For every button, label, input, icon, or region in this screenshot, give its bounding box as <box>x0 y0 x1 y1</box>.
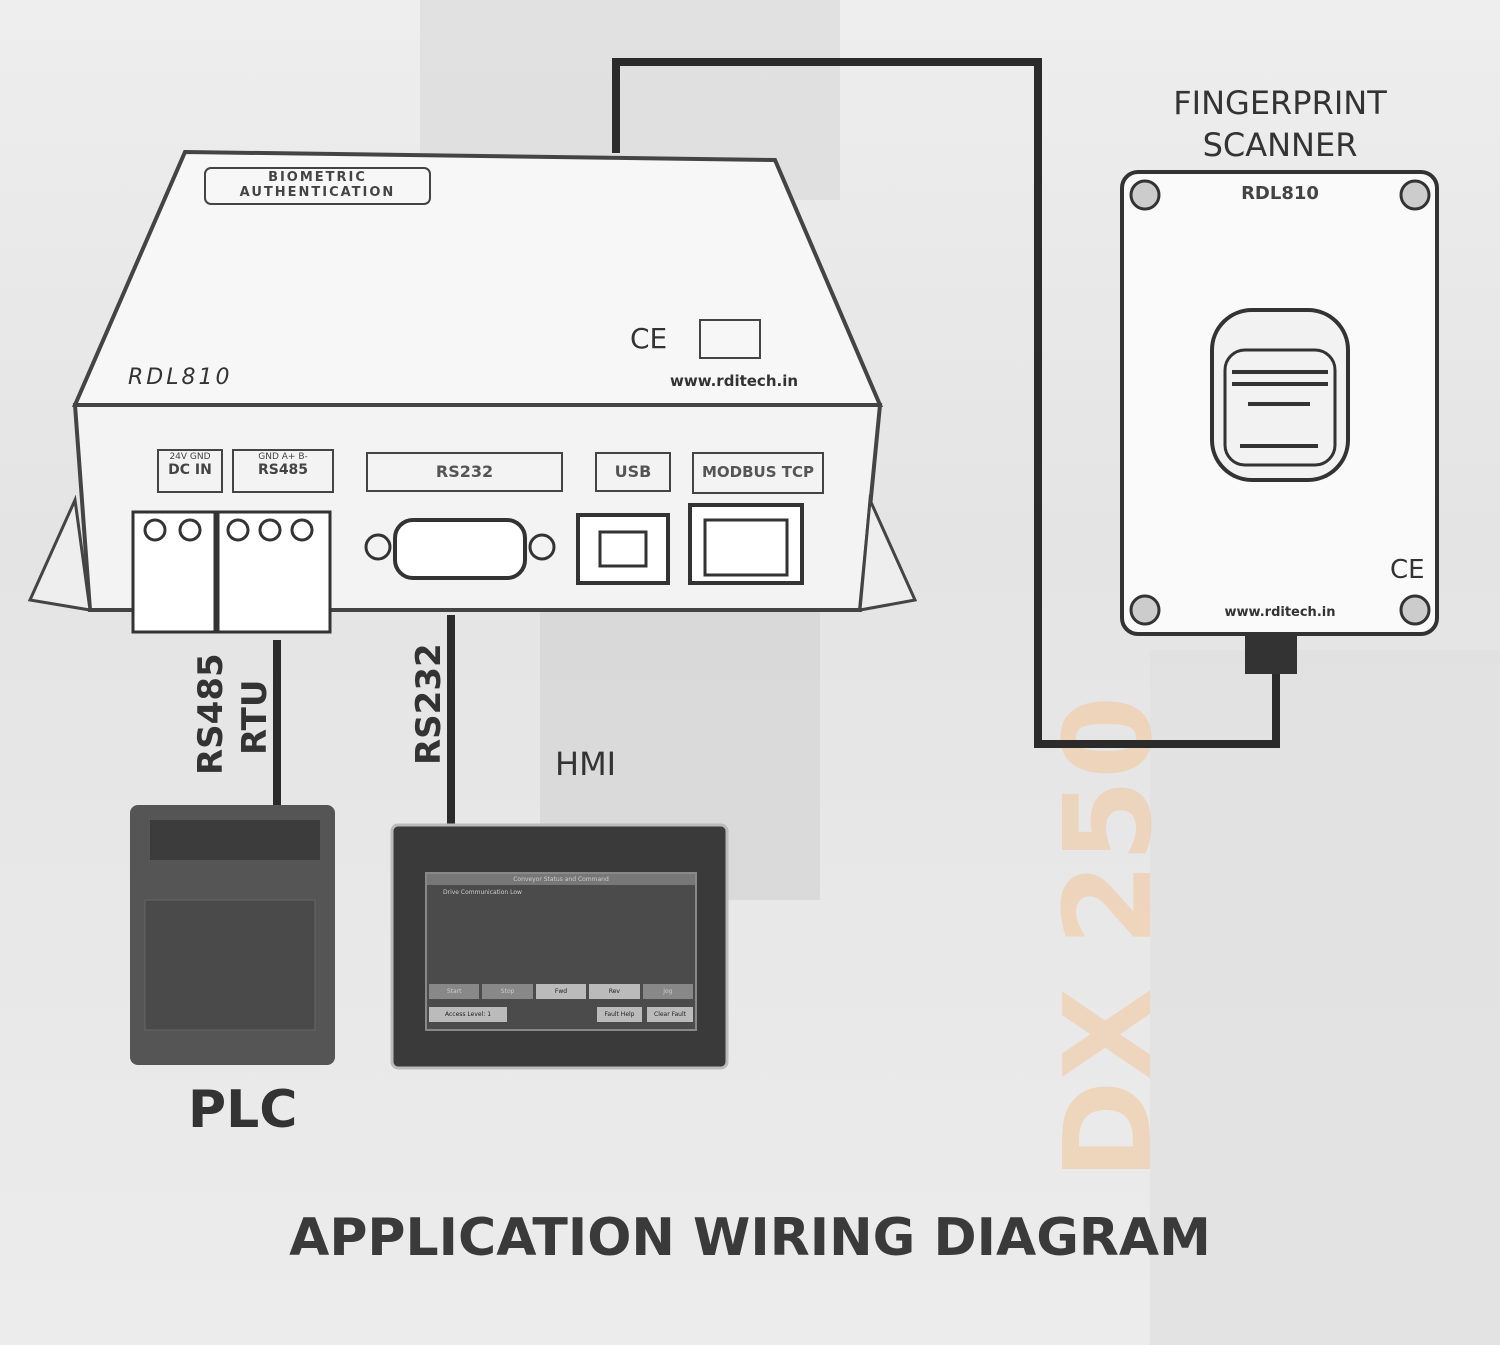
hmi-access-level[interactable]: Access Level: 1 <box>429 1007 507 1022</box>
hmi-fault-help-button[interactable]: Fault Help <box>597 1007 642 1022</box>
scanner-cable <box>612 58 620 153</box>
plc-label: PLC <box>188 1080 298 1140</box>
hmi-rev-button[interactable]: Rev <box>589 984 640 999</box>
scanner-cable <box>1034 740 1280 748</box>
rs485-link-label: RS485 <box>191 653 231 775</box>
port-dc-in: DC IN <box>168 462 212 478</box>
controller-model: RDL810 <box>128 365 233 390</box>
port-gnd: GND <box>189 452 211 462</box>
scanner-cable <box>612 58 1042 66</box>
hmi-status-text: Drive Communication Low <box>443 889 522 896</box>
port-usb: USB <box>614 462 652 481</box>
hmi-jog-button[interactable]: Jog <box>642 984 694 999</box>
scanner-label-line2: SCANNER <box>1202 126 1358 164</box>
hmi-label: HMI <box>555 745 617 783</box>
background-machine <box>1150 650 1500 1345</box>
port-24v: 24V <box>169 452 188 462</box>
hmi-screen-title: Conveyor Status and Command <box>427 874 695 885</box>
port-modbus-tcp: MODBUS TCP <box>701 463 814 481</box>
hmi-stop-button[interactable]: Stop <box>482 984 533 999</box>
badge-line1: BIOMETRIC <box>268 170 367 185</box>
scanner-cable <box>1272 670 1280 748</box>
scanner-label-line1: FINGERPRINT <box>1173 84 1387 122</box>
port-b: B- <box>298 452 308 462</box>
port-a: A+ <box>281 452 296 462</box>
rtu-link-label: RTU <box>235 679 275 755</box>
ce-mark: CE <box>630 322 668 355</box>
diagram-title: APPLICATION WIRING DIAGRAM <box>289 1208 1211 1268</box>
scanner-website: www.rditech.in <box>1224 605 1336 620</box>
controller-website: www.rditech.in <box>670 372 799 390</box>
port-rs485: RS485 <box>257 462 309 478</box>
hmi-clear-fault-button[interactable]: Clear Fault <box>647 1007 693 1022</box>
hmi-screen: Conveyor Status and Command Drive Commun… <box>425 872 697 1031</box>
hmi-start-button[interactable]: Start <box>429 984 480 999</box>
scanner-ce-mark: CE <box>1390 555 1425 585</box>
hmi-fwd-button[interactable]: Fwd <box>535 984 587 999</box>
rs232-cable <box>447 615 455 825</box>
port-rs485-gnd: GND <box>258 452 279 462</box>
scanner-cable <box>1034 58 1042 748</box>
port-rs232: RS232 <box>435 462 494 481</box>
scanner-model: RDL810 <box>1241 183 1319 204</box>
badge-line2: AUTHENTICATION <box>239 185 396 200</box>
rs232-link-label: RS232 <box>409 643 449 765</box>
rs485-cable <box>273 640 281 805</box>
